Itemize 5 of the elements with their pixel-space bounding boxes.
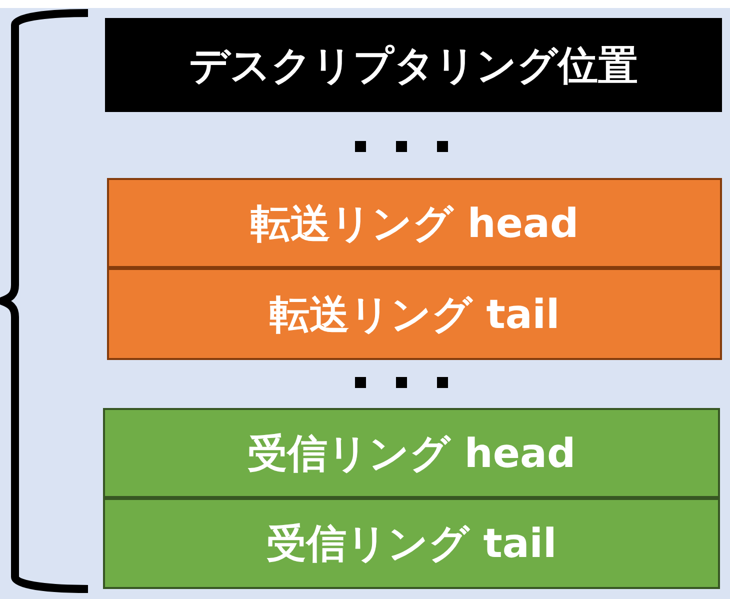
- title-box: デスクリプタリング位置: [105, 18, 722, 112]
- ring-box: 受信リング head: [103, 408, 720, 498]
- ring-box: 転送リング head: [107, 178, 722, 268]
- ring-box: 転送リング tail: [107, 268, 722, 360]
- ring-box: 受信リング tail: [103, 498, 720, 589]
